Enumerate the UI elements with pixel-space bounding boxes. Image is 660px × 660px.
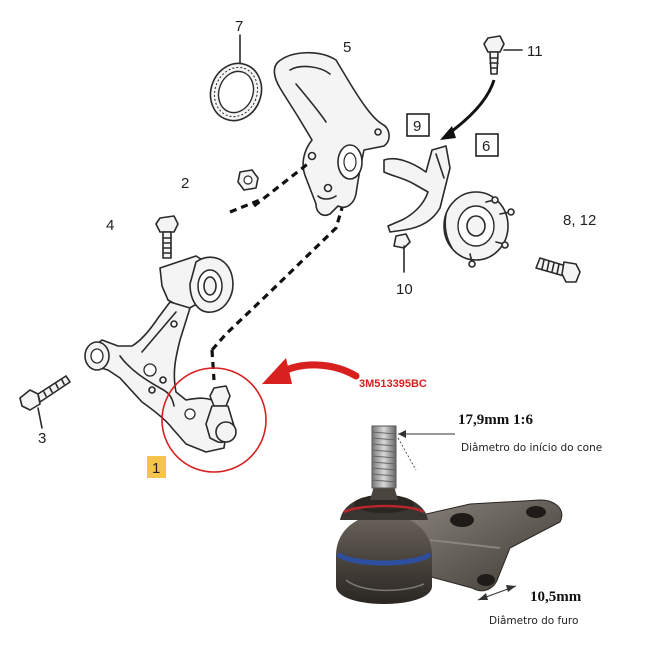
steering-knuckle-part-5 <box>273 51 390 217</box>
hole-dimension-caption: Diâmetro do furo <box>489 615 578 627</box>
hole-dimension-value: 10,5mm <box>530 589 582 605</box>
callout-4: 4 <box>106 217 114 234</box>
callout-10: 10 <box>396 281 413 298</box>
callout-1: 1 <box>152 460 160 477</box>
callout-5: 5 <box>343 39 351 56</box>
callout-9-box <box>406 113 430 137</box>
cone-dimension-line <box>397 430 455 471</box>
seal-ring-part-7 <box>209 34 263 122</box>
part-number-label: 3M513395BC <box>359 378 427 390</box>
ball-joint-photo <box>336 425 563 604</box>
callout-7: 7 <box>235 18 243 35</box>
callout-2: 2 <box>181 175 189 192</box>
curved-red-arrow <box>278 361 360 380</box>
callout-11: 11 <box>527 43 543 60</box>
callout-6-box <box>475 133 499 157</box>
screw-part-10 <box>393 233 411 273</box>
assembly-line-1 <box>253 160 311 208</box>
hub-bolt <box>535 257 581 283</box>
assembly-line-4 <box>210 349 216 381</box>
callout-6: 6 <box>482 138 490 155</box>
nut-part-2 <box>237 169 259 191</box>
bolt-part-3 <box>19 375 71 429</box>
callout-9: 9 <box>413 118 421 135</box>
abs-bracket-part-6-9 <box>383 145 451 233</box>
hole-dimension-line <box>477 585 517 601</box>
red-highlight-circle <box>161 367 267 473</box>
cone-dimension-value: 17,9mm 1:6 <box>458 412 533 428</box>
control-arm-part-1 <box>84 255 237 453</box>
bolt-part-4 <box>155 215 179 259</box>
bolt-part-11 <box>483 35 523 75</box>
callout-3: 3 <box>38 430 46 447</box>
wheel-hub-part-8 <box>443 191 515 268</box>
assembly-line-3 <box>210 207 344 352</box>
cone-dimension-caption: Diâmetro do início do cone <box>461 442 602 454</box>
assembly-line-2 <box>229 198 261 214</box>
callout-8-12: 8, 12 <box>563 212 596 229</box>
callout-1-badge <box>147 456 166 478</box>
